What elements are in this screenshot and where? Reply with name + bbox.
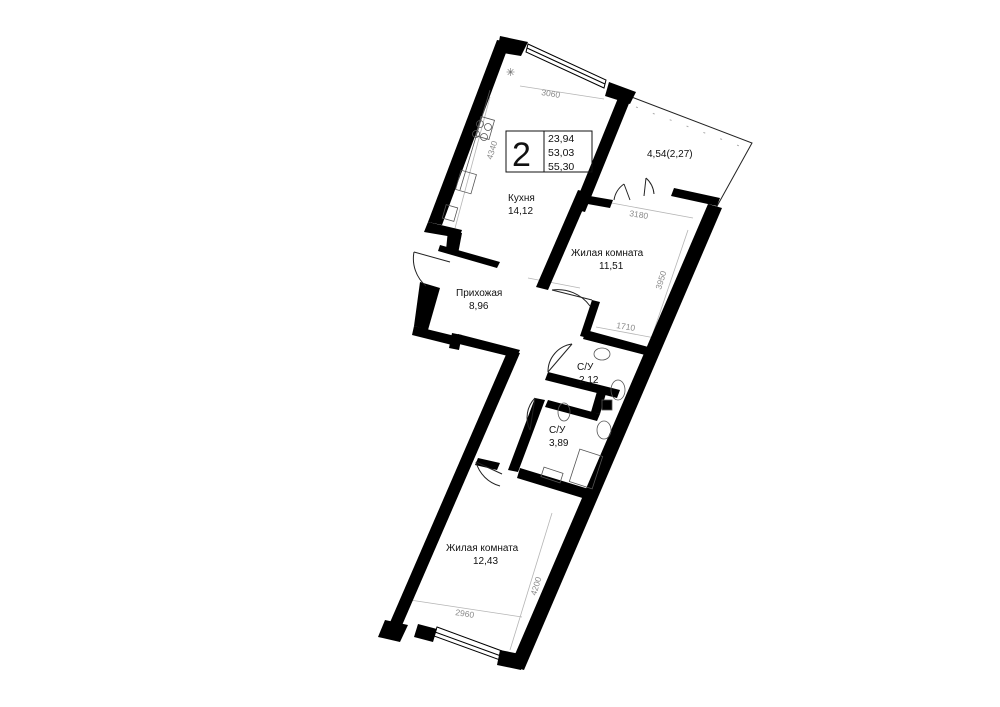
doors [412, 177, 655, 487]
living-room-2-area: 12,43 [473, 556, 498, 567]
kitchen-area: 14,12 [508, 206, 533, 217]
rooms-count: 2 [512, 136, 531, 174]
living-room-1-width-dimension: 3180 [629, 208, 650, 221]
bathroom-1-name: С/У [577, 362, 594, 373]
living-room-1-length-dimension: 3950 [653, 269, 668, 290]
bathroom-2-area: 3,89 [549, 438, 569, 449]
total-area-value: 53,03 [548, 147, 574, 159]
bathroom-2-name: С/У [549, 425, 566, 436]
living-room-1-short-dimension: 1710 [616, 320, 637, 333]
hallway-name: Прихожая [456, 288, 502, 299]
walls [378, 36, 722, 670]
hallway-area: 8,96 [469, 301, 489, 312]
total-area-with-balcony-value: 55,30 [548, 161, 574, 173]
kitchen-width-dimension: 3060 [541, 87, 562, 100]
bathroom-1-area: 2,12 [579, 375, 599, 386]
living-room-2-name: Жилая комната [446, 543, 519, 554]
living-room-1-name: Жилая комната [571, 248, 644, 259]
living-area-value: 23,94 [548, 133, 574, 145]
balcony-area: 4,54(2,27) [647, 149, 693, 160]
apartment-summary: 2 23,94 53,03 55,30 [505, 130, 593, 174]
fixtures [441, 89, 626, 490]
living-room-1-area: 11,51 [599, 261, 624, 272]
living-room-2-width-dimension: 2960 [455, 607, 476, 620]
kitchen-name: Кухня [508, 193, 535, 204]
kitchen-length-dimension: 4340 [484, 139, 499, 160]
ventilation-icon: ✳ [506, 66, 515, 79]
balcony-outline [628, 95, 753, 209]
